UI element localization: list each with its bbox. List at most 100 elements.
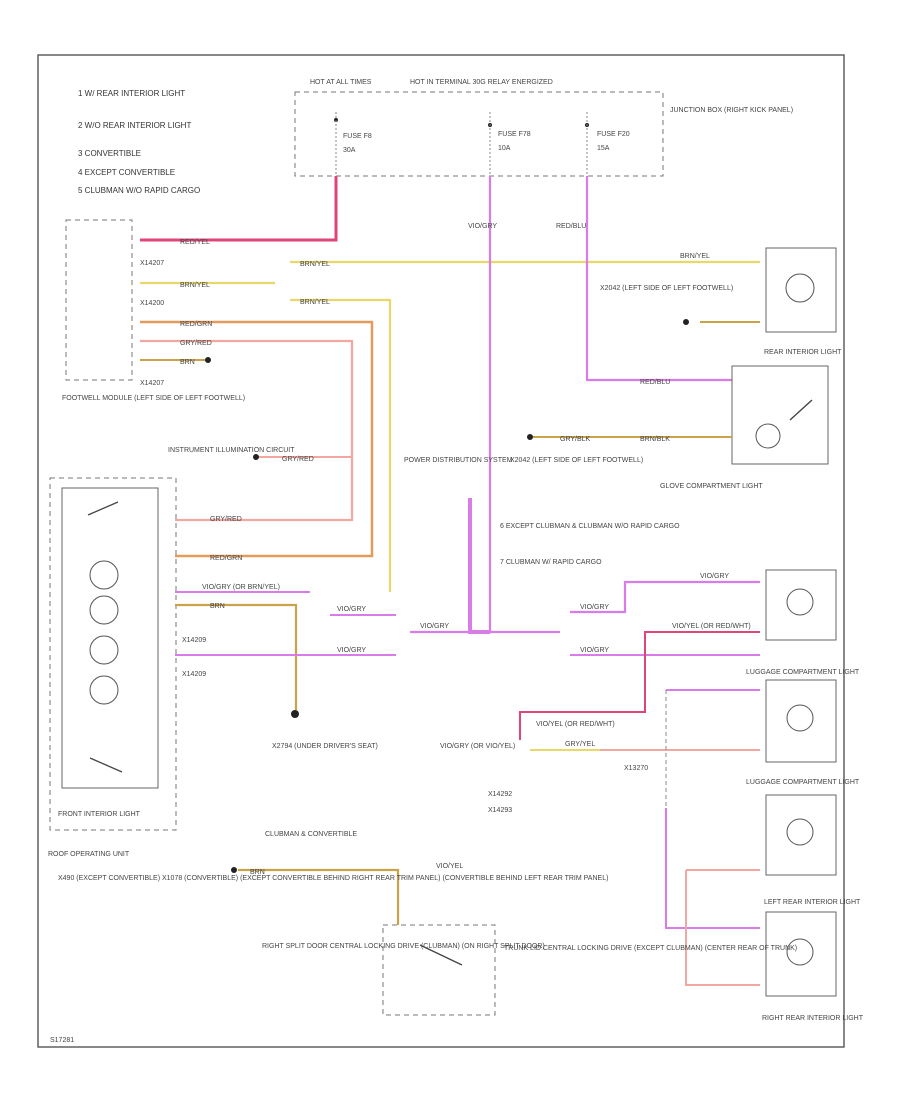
diagram-id: S17281 <box>50 1037 74 1044</box>
luggage-2-label: LUGGAGE COMPARTMENT LIGHT <box>746 779 860 786</box>
notes-list: 1 W/ REAR INTERIOR LIGHT 2 W/O REAR INTE… <box>78 89 200 195</box>
luggage-2-bulb-icon <box>786 704 814 732</box>
note-2: 2 W/O REAR INTERIOR LIGHT <box>78 121 191 130</box>
footwell-light-bulb-icon <box>785 273 815 303</box>
front-switch-2-icon <box>89 757 123 773</box>
right-rear-label: RIGHT REAR INTERIOR LIGHT <box>762 1015 864 1022</box>
rear-interior-label: REAR INTERIOR LIGHT <box>764 349 842 356</box>
fuse-f78-name: FUSE F78 <box>498 131 531 138</box>
wire-label-gry-blk: GRY/BLK <box>560 436 591 443</box>
fuse-f8: FUSE F8 30A <box>334 112 372 176</box>
fuse-f20-name: FUSE F20 <box>597 131 630 138</box>
wire-label-vio-gry-c: VIO/GRY <box>420 623 449 630</box>
wire-left-rear-top <box>665 808 760 929</box>
note-3: 3 CONVERTIBLE <box>78 149 141 158</box>
wire-label-red-blu-b: RED/BLU <box>640 379 670 386</box>
glove-ground-label: X2042 (LEFT SIDE OF LEFT FOOTWELL) <box>510 457 643 464</box>
conn-x14209-b: X14209 <box>182 671 206 678</box>
front-interior-label: FRONT INTERIOR LIGHT <box>58 811 141 818</box>
wire-label-gry-red-c: GRY/RED <box>210 516 242 523</box>
wire-label-vio-yel: VIO/YEL <box>436 863 463 870</box>
wire-label-brn-a: BRN <box>180 359 195 366</box>
instrument-node <box>253 454 259 460</box>
wire-power-dist <box>468 498 490 634</box>
fuse-panel <box>294 91 664 177</box>
wire-label-brn-yel-b: BRN/YEL <box>680 253 710 260</box>
wire-red-grn <box>140 320 374 558</box>
wire-label-vio-gry-b: VIO/GRY <box>337 647 366 654</box>
note-1: 1 W/ REAR INTERIOR LIGHT <box>78 89 185 98</box>
wire-label-red-yel: RED/YEL <box>180 239 210 246</box>
wire-label-vio-gry-a: VIO/GRY <box>337 606 366 613</box>
conn-x14207: X14207 <box>140 260 164 267</box>
fuse-f20-rating: 15A <box>597 145 610 152</box>
luggage-3-bulb-icon <box>786 818 814 846</box>
wire-label-grn-yel: GRY/YEL <box>565 741 595 748</box>
wire-label-vio-yel-or: VIO/YEL (OR RED/WHT) <box>672 623 751 630</box>
front-light-bulb-4-icon <box>89 675 119 705</box>
diagram-frame <box>37 54 845 1048</box>
fuse-f20: FUSE F20 15A <box>585 112 630 176</box>
left-rear-label: LEFT REAR INTERIOR LIGHT <box>764 899 861 906</box>
wire-label-vio-gry-or-vio: VIO/GRY (OR VIO/YEL) <box>440 743 515 750</box>
wire-label-vio-gry-d: VIO/GRY <box>580 604 609 611</box>
trunk-ground <box>231 867 237 873</box>
fuse-f8-rating: 30A <box>343 147 356 154</box>
footwell-module-label: FOOTWELL MODULE (LEFT SIDE OF LEFT FOOTW… <box>62 395 245 402</box>
clubman-convertible-label: CLUBMAN & CONVERTIBLE <box>265 831 357 838</box>
footwell-light-ground <box>683 319 689 325</box>
hot-in-terminal: HOT IN TERMINAL 30G RELAY ENERGIZED <box>410 79 553 86</box>
wire-label-gry-red-b: GRY/RED <box>282 456 314 463</box>
wire-brn-yel-3 <box>290 298 392 592</box>
footwell-module <box>65 219 133 381</box>
wire-label-red-grn: RED/GRN <box>180 321 212 328</box>
fuse-f78: FUSE F78 10A <box>488 112 531 176</box>
note-5: 5 CLUBMAN W/O RAPID CARGO <box>78 186 200 195</box>
conn-x14292: X14292 <box>488 791 512 798</box>
left-footwell-ground-label: X2042 (LEFT SIDE OF LEFT FOOTWELL) <box>600 285 733 292</box>
wire-label-vio-gry-f78: VIO/GRY <box>468 223 497 230</box>
glove-ground <box>527 434 533 440</box>
wire-label-brn-yel-c: BRN/YEL <box>300 299 330 306</box>
grounds-note: X490 (EXCEPT CONVERTIBLE) X1078 (CONVERT… <box>58 875 608 882</box>
front-light-bulb-2-icon <box>89 595 119 625</box>
glove-switch-icon <box>789 399 813 421</box>
wire-label-vio-gry-f: VIO/GRY <box>700 573 729 580</box>
wire-label-red-grn-b: RED/GRN <box>210 555 242 562</box>
fuse-f8-name: FUSE F8 <box>343 133 372 140</box>
conn-x14209: X14209 <box>182 637 206 644</box>
wire-label-brn-b: BRN <box>210 603 225 610</box>
power-dist-label: POWER DISTRIBUTION SYSTEM <box>404 457 513 464</box>
wire-gry-red <box>140 339 354 522</box>
trunk-switch-icon <box>419 944 463 966</box>
wire-label-red-blu: RED/BLU <box>556 223 586 230</box>
trunk-label: TRUNK LID CENTRAL LOCKING DRIVE (EXCEPT … <box>504 945 797 952</box>
luggage-1-bulb-icon <box>786 588 814 616</box>
fuse-f78-rating: 10A <box>498 145 511 152</box>
junction-box-label: JUNCTION BOX (RIGHT KICK PANEL) <box>670 107 793 114</box>
wire-label-brn-yel-d: BRN/YEL <box>180 282 210 289</box>
note-7: 7 CLUBMAN W/ RAPID CARGO <box>500 559 602 566</box>
note-4: 4 EXCEPT CONVERTIBLE <box>78 168 175 177</box>
trunk-lid-drive <box>382 924 496 1016</box>
wire-brn-trunk <box>300 868 400 925</box>
glove-light-bulb-icon <box>755 423 781 449</box>
wire-label-vio-gry-or-brn: VIO/GRY (OR BRN/YEL) <box>202 584 280 591</box>
luggage-1-label: LUGGAGE COMPARTMENT LIGHT <box>746 669 860 676</box>
split-door-label: RIGHT SPLIT DOOR CENTRAL LOCKING DRIVE (… <box>262 943 545 950</box>
instrument-label: INSTRUMENT ILLUMINATION CIRCUIT <box>168 447 295 454</box>
front-light-bulb-3-icon <box>89 635 119 665</box>
glove-compartment-light <box>731 365 829 465</box>
wire-right-rear <box>685 870 760 986</box>
front-light-bulb-1-icon <box>89 560 119 590</box>
left-rear-bulb-icon <box>786 938 814 966</box>
conn-x14293: X14293 <box>488 807 512 814</box>
roof-unit-label: ROOF OPERATING UNIT <box>48 851 130 858</box>
wire-vio-gry-lug-top <box>570 580 760 614</box>
seat-ground-label: X2794 (UNDER DRIVER'S SEAT) <box>272 743 378 750</box>
wire-red-blu <box>585 176 740 382</box>
wire-label-brn-c: BRN <box>250 869 265 876</box>
footwell-ground <box>205 357 211 363</box>
conn-x13270: X13270 <box>624 765 648 772</box>
